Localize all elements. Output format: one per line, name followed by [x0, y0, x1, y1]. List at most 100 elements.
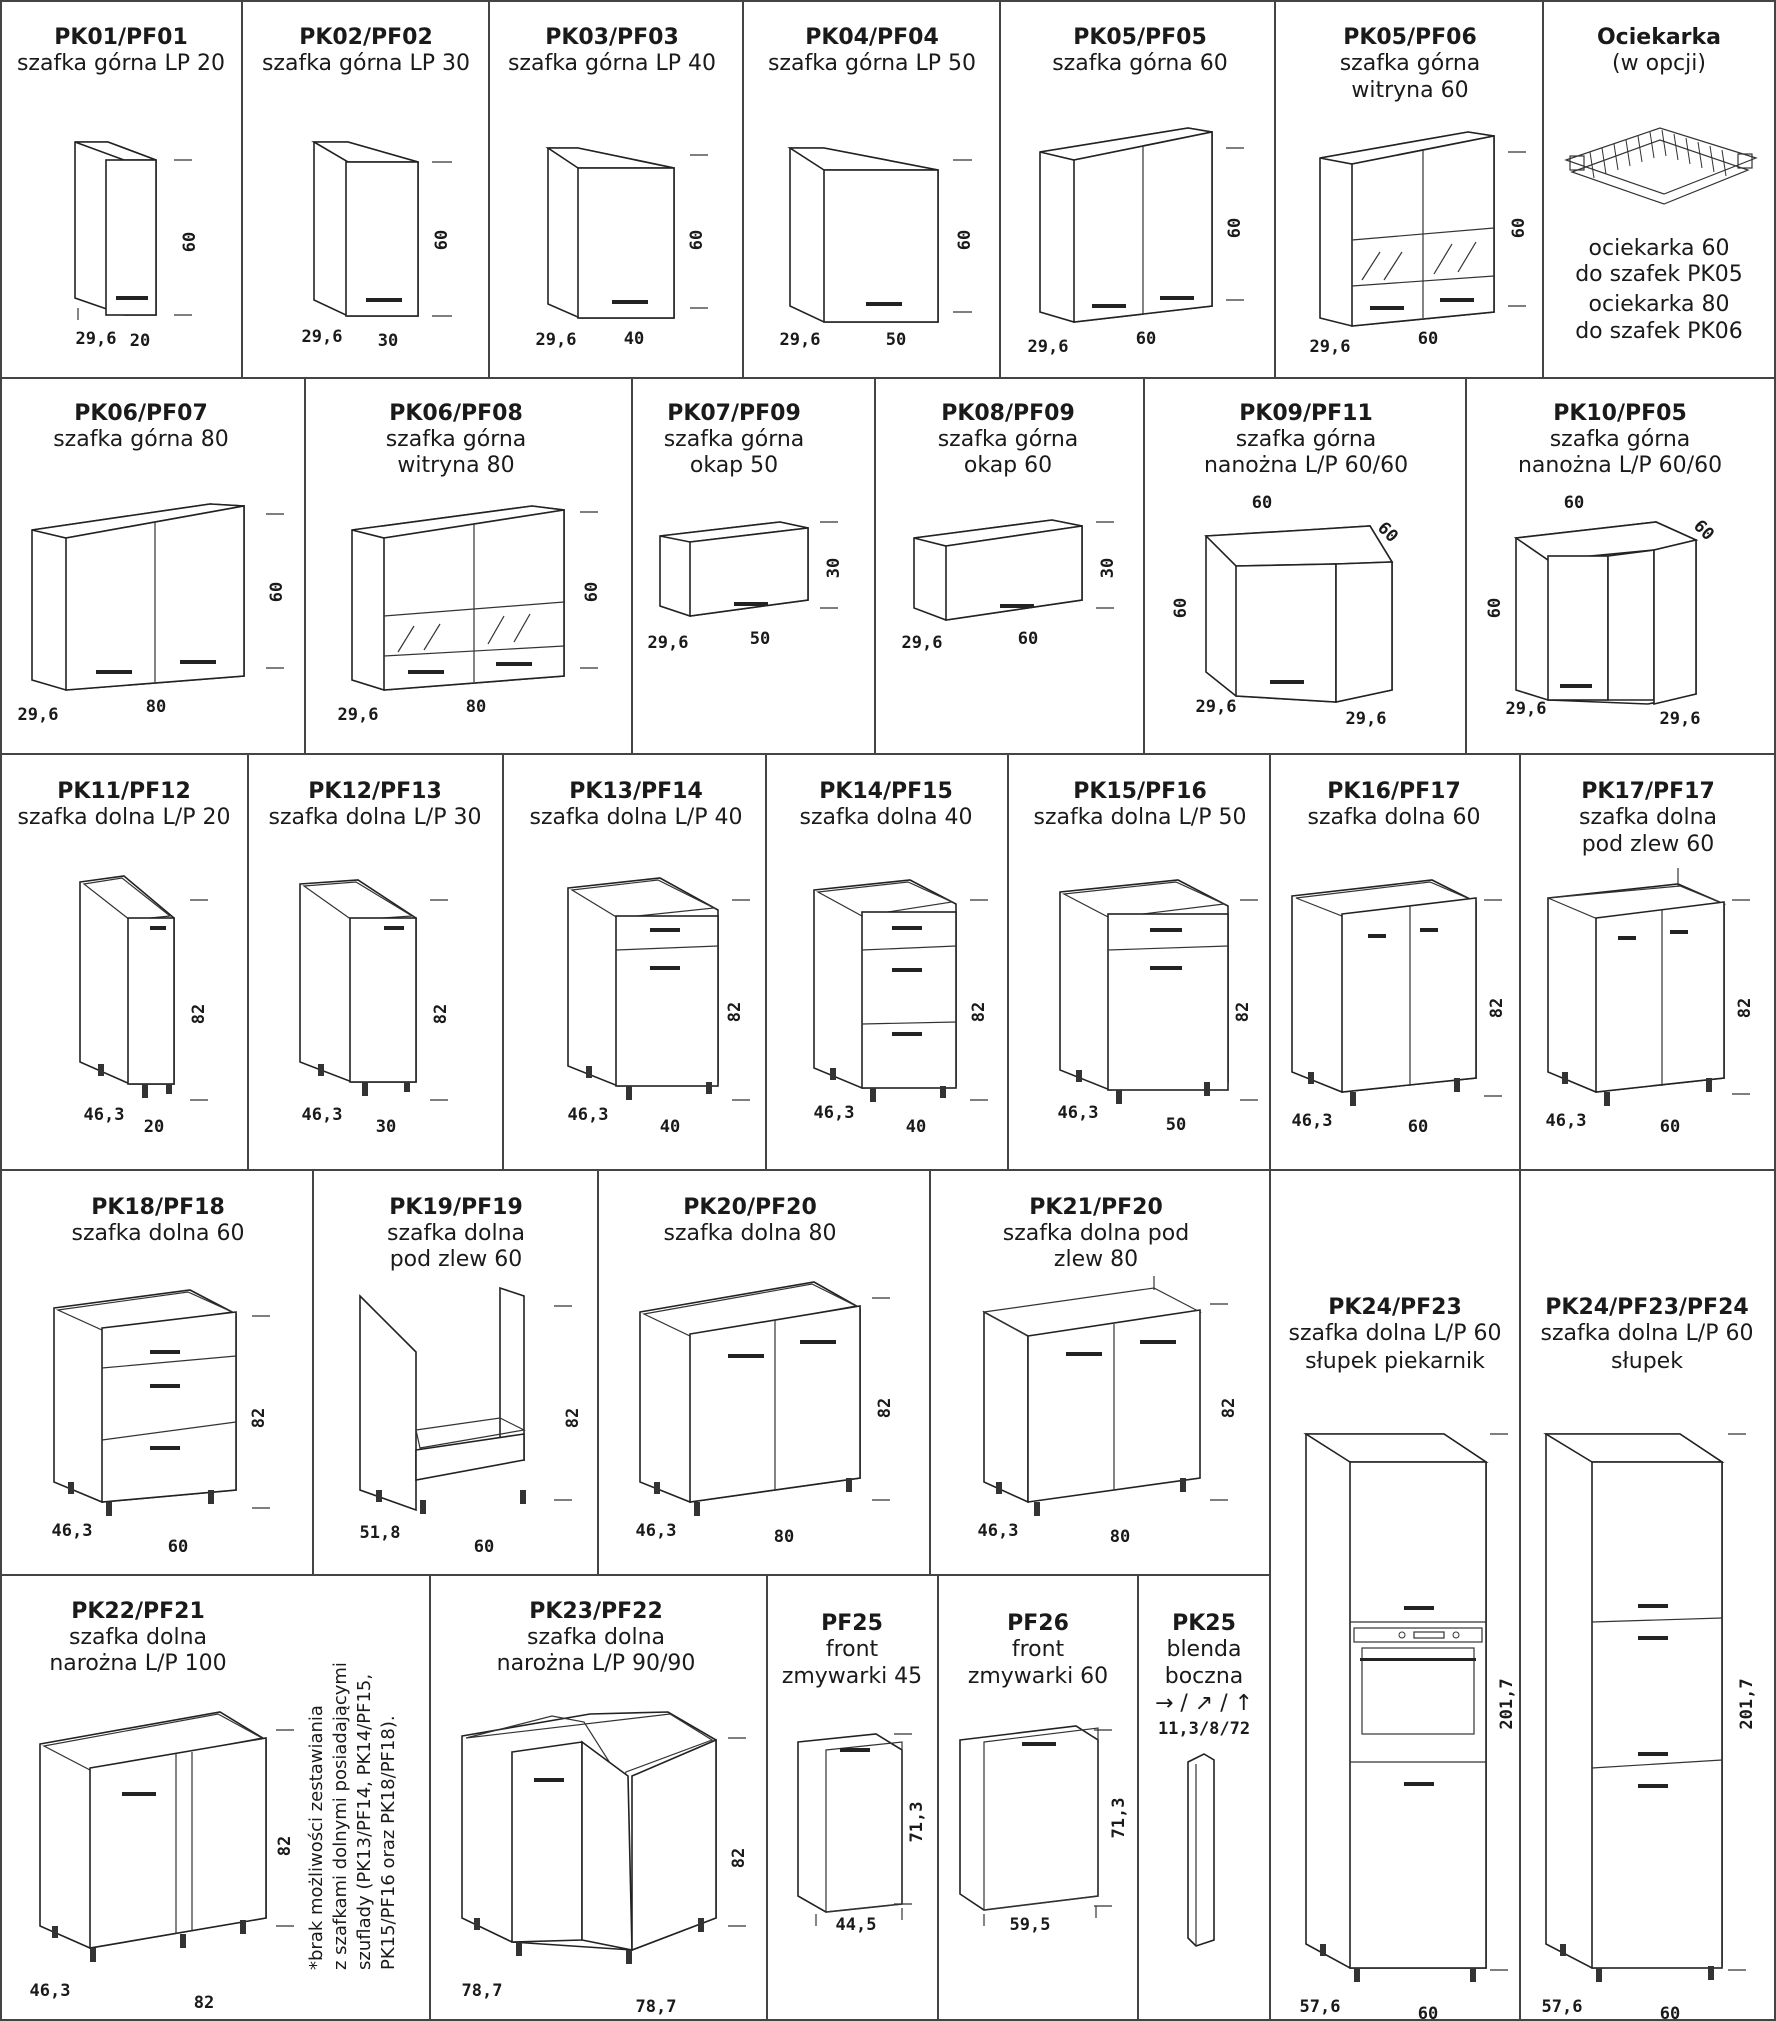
dim-height: 82: [249, 1408, 269, 1428]
dim-depth: 46,3: [568, 1105, 609, 1125]
footnote-line: PK15/PF16 oraz PK18/PF18).: [378, 1715, 399, 1970]
dim-height: 30: [1098, 558, 1118, 578]
item-desc: szafka dolna L/P 20: [18, 805, 231, 830]
item-desc-2: boczna: [1165, 1664, 1244, 1689]
item-desc: szafka dolna: [527, 1625, 665, 1650]
item-desc-2: pod zlew 60: [1582, 832, 1715, 857]
dim-width: 20: [144, 1117, 164, 1137]
item-code: PF25: [821, 1611, 883, 1636]
dim-width: 50: [886, 330, 906, 350]
item-desc-2: okap 50: [690, 453, 778, 478]
item-desc-2: narożna L/P 90/90: [497, 1651, 696, 1676]
dim-height: 201,7: [1737, 1678, 1757, 1729]
item-code: PK18/PF18: [91, 1195, 225, 1220]
item-desc: szafka dolna L/P 60: [1289, 1321, 1502, 1346]
item-desc: szafka górna: [664, 427, 805, 452]
dim-width: 82: [194, 1993, 214, 2013]
item-code: PK14/PF15: [819, 779, 953, 804]
item-code: PK03/PF03: [545, 25, 679, 50]
cabinet-drawing: [31, 503, 245, 691]
cell-pk24-piekarnik: PK24/PF23 szafka dolna L/P 60 słupek pie…: [1289, 1295, 1517, 2021]
dim-width-a: 60: [1564, 493, 1584, 513]
item-desc: szafka dolna L/P 50: [1034, 805, 1247, 830]
item-code: PK01/PF01: [54, 25, 188, 50]
item-code: PK07/PF09: [667, 401, 801, 426]
item-desc-2: nanożna L/P 60/60: [1204, 453, 1408, 478]
dim-width: 44,5: [836, 1915, 877, 1935]
dim-depth: 57,6: [1542, 1997, 1583, 2017]
item-desc: front: [826, 1637, 879, 1662]
dim-width: 60: [1408, 1117, 1428, 1137]
cell-pk06-pf07: PK06/PF07 szafka górna 80 60 29,6 80: [18, 401, 287, 725]
dim-depth: 29,6: [902, 633, 943, 653]
item-code: PK02/PF02: [299, 25, 433, 50]
item-code: PK11/PF12: [57, 779, 191, 804]
item-desc: szafka dolna pod: [1003, 1221, 1189, 1246]
dim-width: 50: [1166, 1115, 1186, 1135]
cabinet-drawing: [659, 521, 809, 617]
dim-width: 30: [378, 331, 398, 351]
item-desc: szafka górna 80: [53, 427, 229, 452]
dim-width: 60: [1018, 629, 1038, 649]
item-desc: szafka górna LP 50: [768, 51, 976, 76]
dim-depth-a: 29,6: [1506, 699, 1547, 719]
cabinet-drawing: [1547, 868, 1727, 1106]
dim-width: 80: [146, 697, 166, 717]
item-desc: front: [1012, 1637, 1065, 1662]
dim-width: 80: [466, 697, 486, 717]
item-code: PK15/PF16: [1073, 779, 1207, 804]
item-desc: szafka dolna L/P 60: [1541, 1321, 1754, 1346]
item-code: PK20/PF20: [683, 1195, 817, 1220]
cabinet-drawing: [53, 1289, 237, 1516]
cell-pk04: PK04/PF04 szafka górna LP 50 60 29,6 50: [768, 25, 976, 350]
cabinet-drawing: [311, 141, 419, 317]
dim-height: 60: [180, 232, 200, 252]
dim-height: 82: [275, 1836, 295, 1856]
item-code: PK24/PF23/PF24: [1545, 1295, 1748, 1320]
dim-height: 60: [1225, 218, 1245, 238]
item-code: PK21/PF20: [1029, 1195, 1163, 1220]
cell-pf26: PF26 front zmywarki 60 71,3 59,5: [959, 1611, 1129, 1935]
item-code: PK23/PF22: [529, 1599, 663, 1624]
cell-pk10: PK10/PF05 szafka górna nanożna L/P 60/60…: [1485, 401, 1722, 729]
dim-width: 60: [168, 1537, 188, 1557]
item-desc: szafka dolna L/P 40: [530, 805, 743, 830]
dim-height: 71,3: [907, 1802, 927, 1843]
cell-pk14: PK14/PF15 szafka dolna 40 82 46,3 40: [799, 779, 989, 1137]
dim-depth: 46,3: [636, 1521, 677, 1541]
dim-width: 40: [624, 329, 644, 349]
dim-height: 82: [1735, 998, 1755, 1018]
cabinet-drawing: [982, 1276, 1202, 1516]
cell-pk09: PK09/PF11 szafka górna nanożna L/P 60/60…: [1171, 401, 1408, 729]
cell-pk23: PK23/PF22 szafka dolna narożna L/P 90/90…: [461, 1599, 749, 2017]
item-code: PK09/PF11: [1239, 401, 1373, 426]
item-desc: szafka górna LP 30: [262, 51, 470, 76]
dim-height: 30: [824, 558, 844, 578]
cell-pk15: PK15/PF16 szafka dolna L/P 50 82 46,3 50: [1034, 779, 1258, 1135]
dim-height: 82: [729, 1848, 749, 1868]
dim-depth: 51,8: [360, 1523, 401, 1543]
item-code: PK08/PF09: [941, 401, 1075, 426]
dim-depth-b: 29,6: [1660, 709, 1701, 729]
dim-depth: 29,6: [648, 633, 689, 653]
item-code: PK12/PF13: [308, 779, 442, 804]
dim-depth: 29,6: [780, 330, 821, 350]
item-desc: (w opcji): [1612, 51, 1706, 76]
item-desc: szafka dolna 40: [799, 805, 972, 830]
note-line: do szafek PK05: [1575, 262, 1743, 287]
item-desc: szafka górna LP 40: [508, 51, 716, 76]
dim-depth-a: 78,7: [462, 1981, 503, 2001]
arrow-icons-glyphs: → / ↗ / ↑: [1155, 1691, 1253, 1716]
dim-height: 82: [969, 1002, 989, 1022]
cabinet-drawing: [813, 879, 957, 1102]
cell-pk01: PK01/PF01 szafka górna LP 20 60 29,6 20: [17, 25, 225, 351]
dim-height: 82: [1233, 1002, 1253, 1022]
dim-height: 60: [1485, 598, 1505, 618]
cell-ociekarka: Ociekarka (w opcji) ociekarka 60 do szaf…: [1564, 25, 1758, 344]
cabinet-drawing: [74, 141, 157, 316]
cell-pk19: PK19/PF19 szafka dolna pod zlew 60 82 51…: [359, 1195, 583, 1557]
item-desc: szafka górna: [1340, 51, 1481, 76]
dim-depth: 29,6: [76, 329, 117, 349]
dim-height: 60: [432, 230, 452, 250]
